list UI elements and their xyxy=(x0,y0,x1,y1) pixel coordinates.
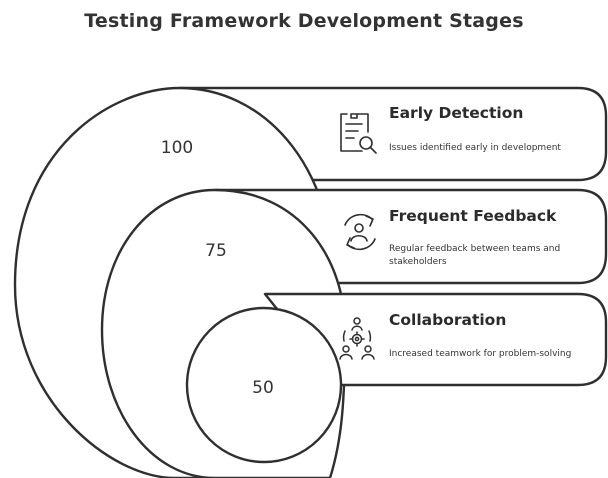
stage-description-3: Increased teamwork for problem-solving xyxy=(389,349,571,359)
stage-description-1: Issues identified early in development xyxy=(389,143,561,153)
team-gear-icon xyxy=(339,317,375,360)
diagram-title: Testing Framework Development Stages xyxy=(84,10,524,32)
feedback-cycle-icon xyxy=(344,213,376,251)
stage-title-3: Collaboration xyxy=(389,311,506,329)
stage-title-1: Early Detection xyxy=(389,104,523,122)
stage-value-2: 75 xyxy=(205,241,227,261)
stage-circle-3 xyxy=(185,306,343,464)
stage-description-2-line-2: stakeholders xyxy=(389,257,447,267)
stage-value-3: 50 xyxy=(252,378,274,398)
stage-description-2-line-1: Regular feedback between teams and xyxy=(389,244,560,254)
clipboard-search-icon xyxy=(340,113,377,154)
stage-value-1: 100 xyxy=(161,138,193,158)
stage-title-2: Frequent Feedback xyxy=(389,207,557,225)
stage-banner-3 xyxy=(263,292,608,387)
